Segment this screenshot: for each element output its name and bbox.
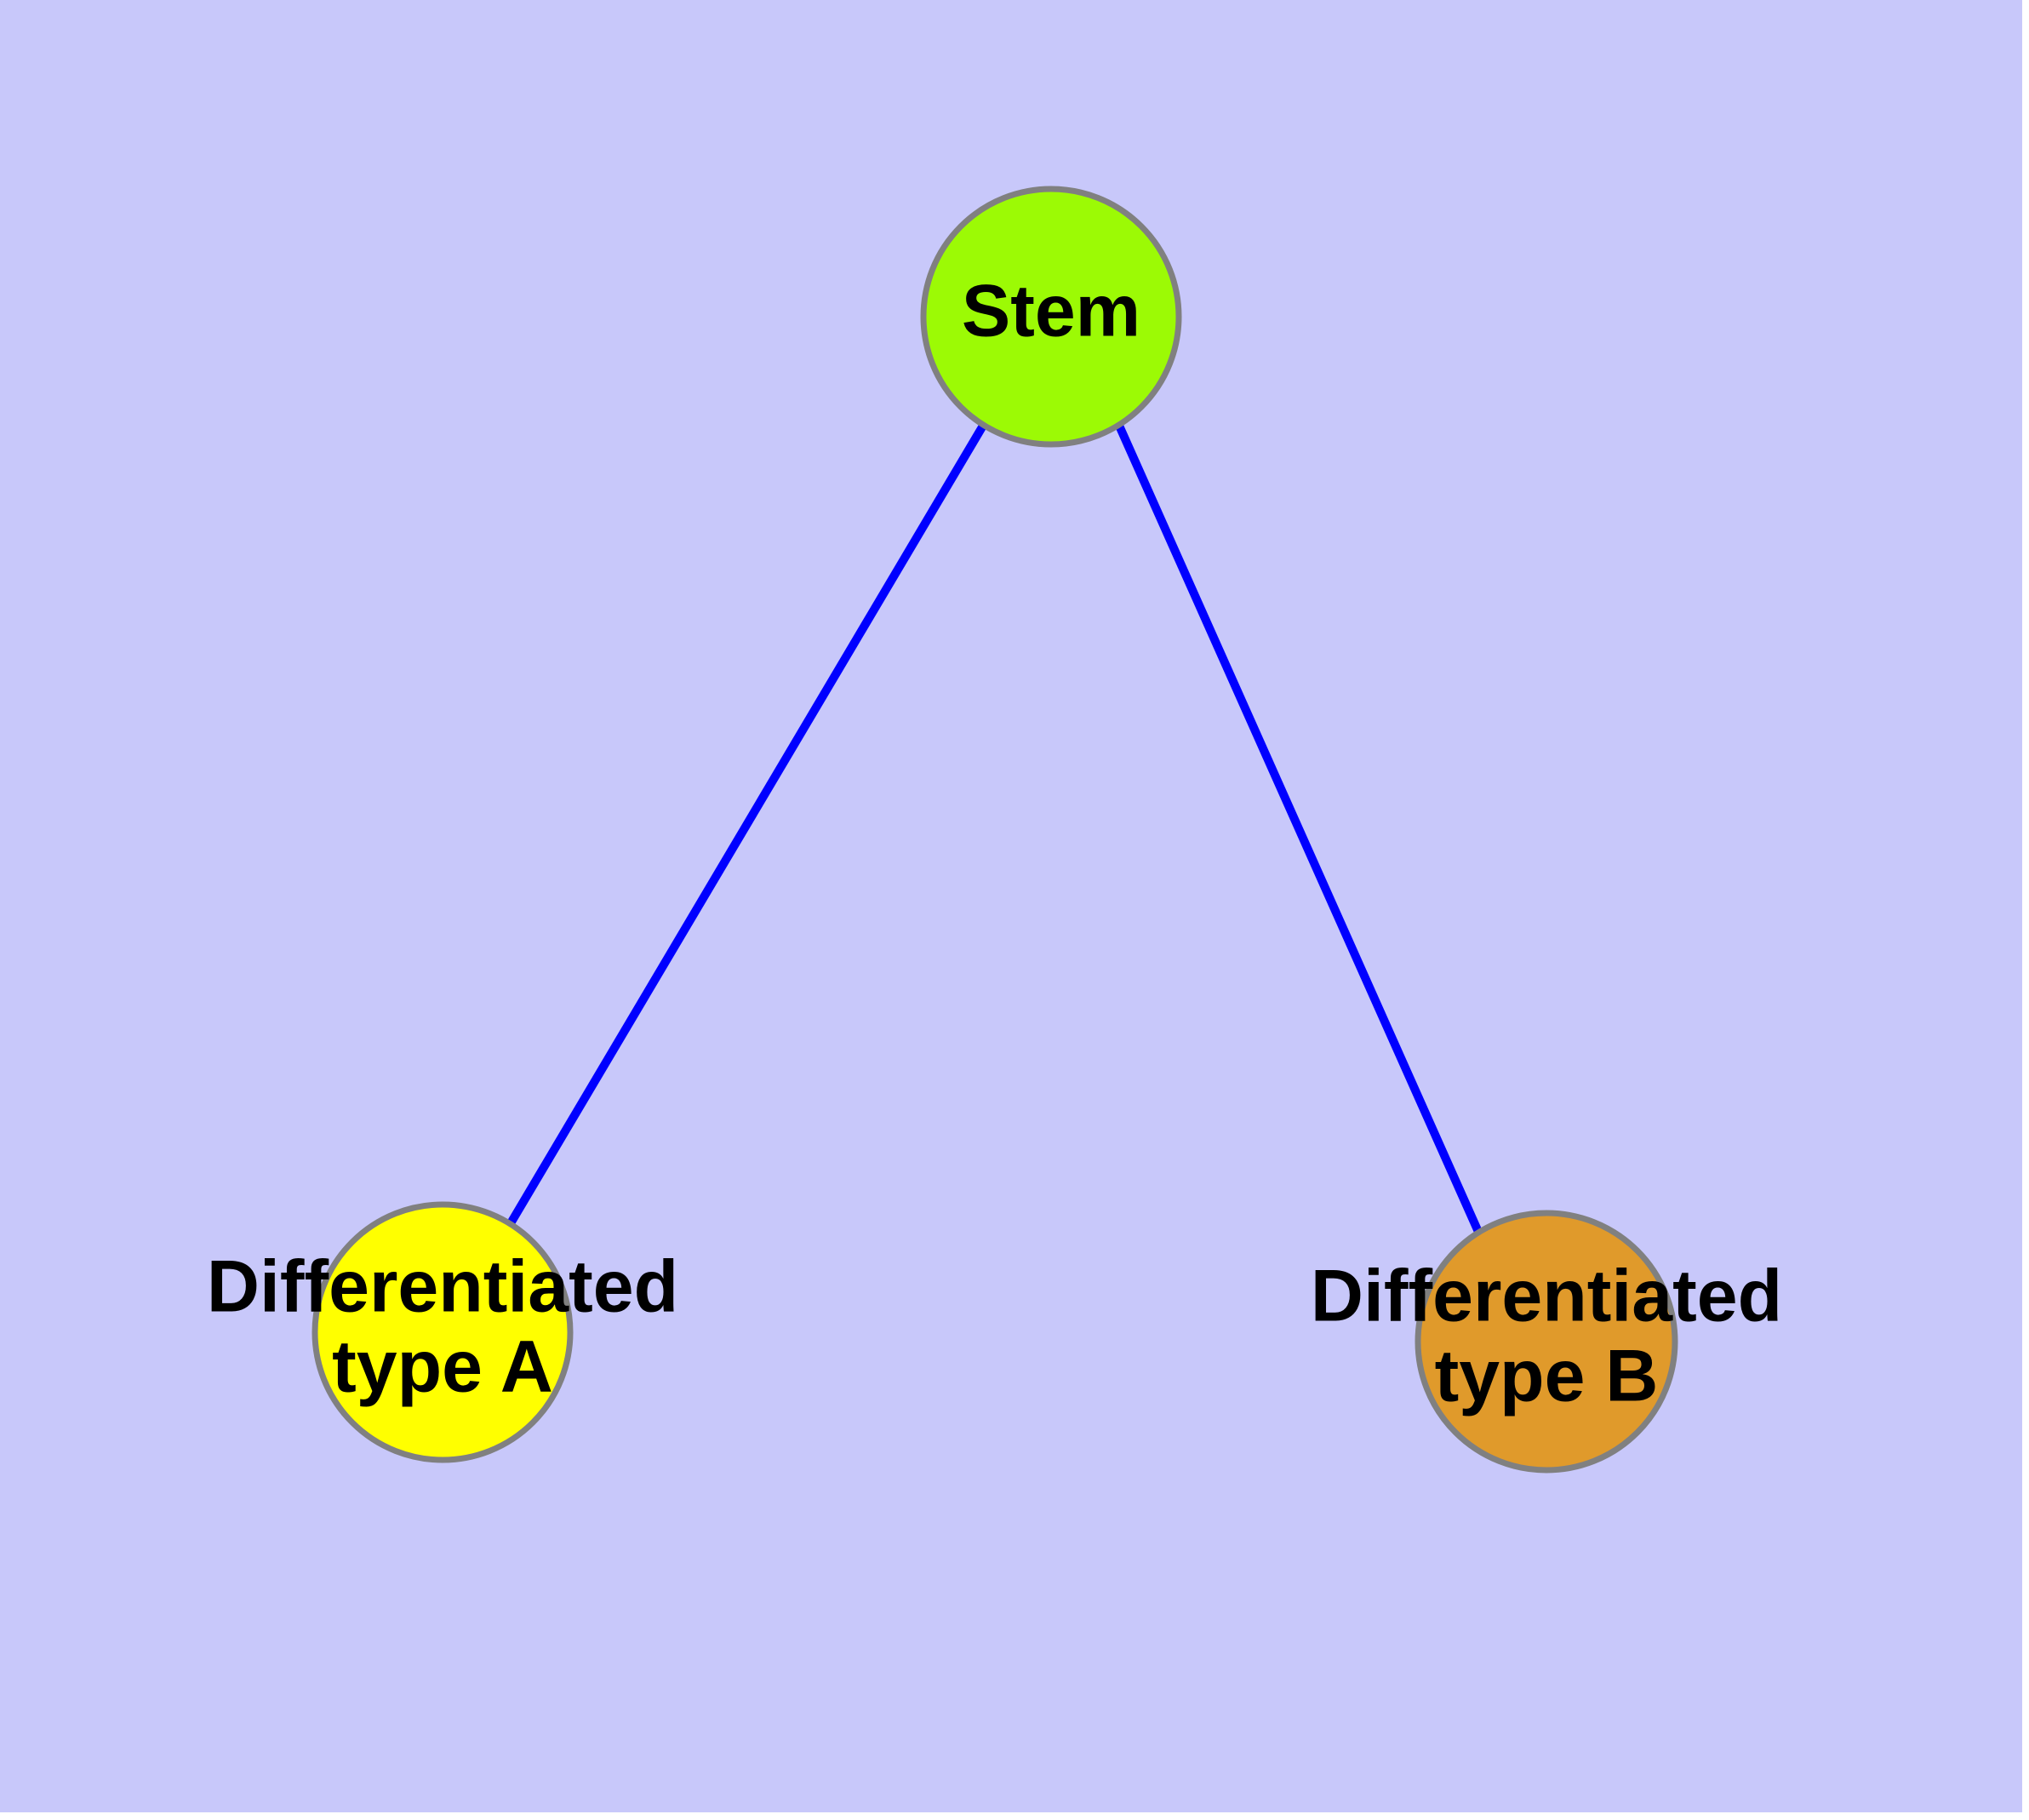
node-stem[interactable] xyxy=(920,186,1182,448)
node-diff-b-label-line2: type B xyxy=(1435,1336,1659,1417)
node-diff-a-label-line2: type A xyxy=(332,1326,553,1408)
label-layer: Stem Differentiated type A Differentiate… xyxy=(207,271,1782,1417)
node-diff-a[interactable] xyxy=(311,1201,574,1463)
edge-stem-to-diff-a[interactable] xyxy=(506,423,987,1226)
node-diff-a-label-line1: Differentiated xyxy=(207,1246,678,1328)
node-stem-label: Stem xyxy=(962,271,1140,352)
node-stem-circle[interactable] xyxy=(920,186,1182,448)
edge-stem-to-diff-b[interactable] xyxy=(1115,423,1483,1234)
node-diff-b-label-line1: Differentiated xyxy=(1311,1256,1782,1337)
node-diff-a-circle[interactable] xyxy=(311,1201,574,1463)
node-layer xyxy=(311,186,1678,1474)
node-diff-b-label: Differentiated type B xyxy=(1311,1256,1782,1417)
node-diff-b[interactable] xyxy=(1415,1210,1678,1474)
node-diff-b-circle[interactable] xyxy=(1415,1210,1678,1474)
node-diff-a-label: Differentiated type A xyxy=(207,1246,678,1408)
edge-layer xyxy=(506,423,1483,1234)
